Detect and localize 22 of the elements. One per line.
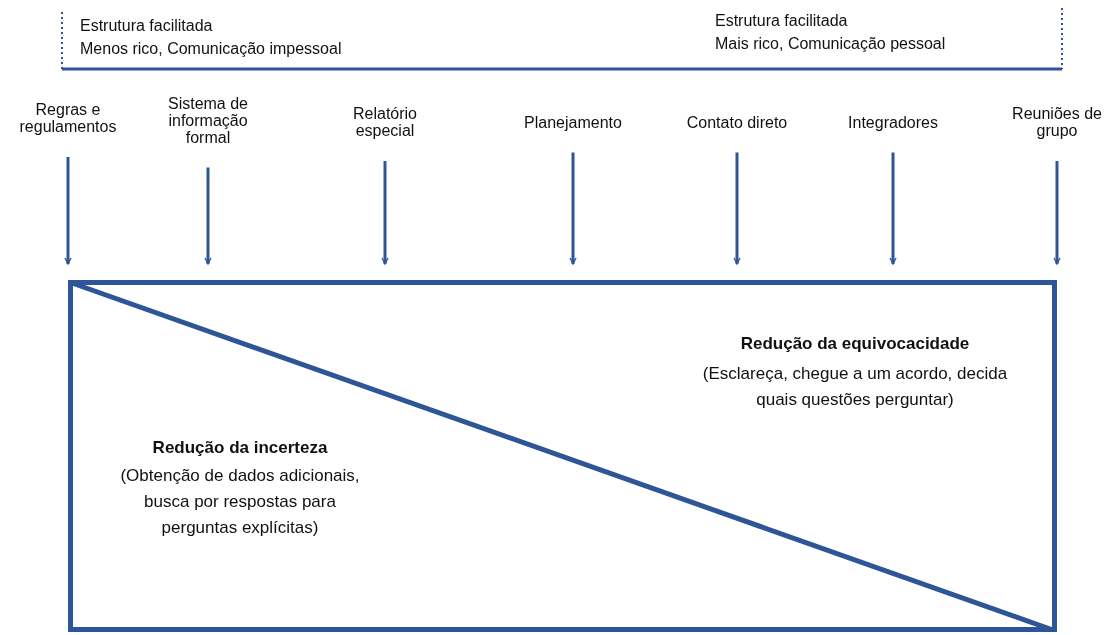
arrow	[381, 161, 389, 265]
arrow	[569, 152, 577, 265]
range-label: Menos rico, Comunicação impessoal	[80, 40, 342, 58]
mechanism-label: Relatório especial	[325, 105, 445, 139]
range-label: Estrutura facilitada	[80, 17, 213, 35]
range-label: Mais rico, Comunicação pessoal	[715, 35, 946, 53]
arrow	[204, 167, 212, 265]
mechanism-label: Planejamento	[513, 113, 633, 131]
outcome-description: (Obtenção de dados adicionais, busca por respostas para perguntas explícitas)	[120, 465, 360, 539]
arrow	[733, 152, 741, 265]
mechanism-label: Integradores	[833, 113, 953, 131]
outcome-heading: Redução da equivocacidade	[739, 333, 971, 355]
mechanism-label: Regras e regulamentos	[8, 101, 128, 135]
range-label: Estrutura facilitada	[715, 12, 848, 30]
arrow	[889, 152, 897, 265]
outcome-description: (Esclareça, chegue a um acordo, decida quais questões perguntar)	[701, 363, 1009, 411]
mechanism-label: Contato direto	[677, 113, 797, 131]
outcome-heading: Redução da incerteza	[151, 437, 329, 459]
mechanism-label: Reuniões de grupo	[997, 105, 1116, 139]
arrow	[1053, 161, 1061, 265]
mechanism-label: Sistema de informação formal	[148, 94, 268, 146]
arrow	[64, 157, 72, 265]
